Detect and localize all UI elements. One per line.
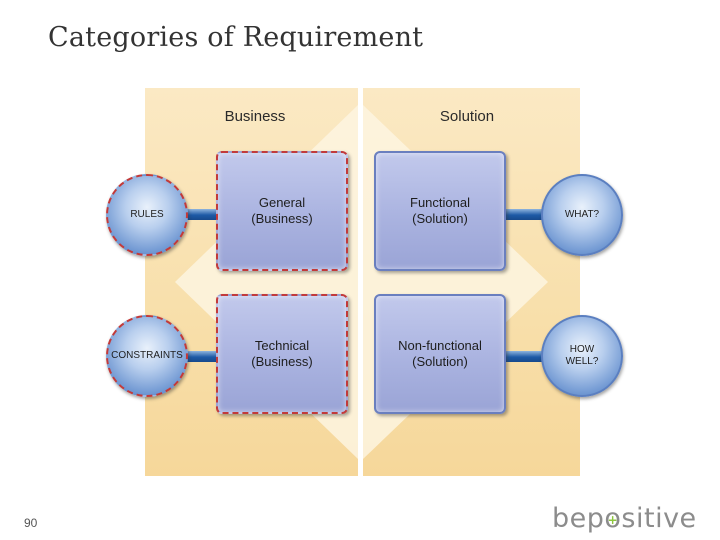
column-heading-business: Business bbox=[224, 108, 286, 125]
connector-rules bbox=[182, 209, 218, 220]
circle-how-well: HOW WELL? bbox=[541, 315, 623, 397]
panel-divider bbox=[358, 88, 363, 476]
logo-plus-icon: + bbox=[607, 512, 619, 527]
solution-panel bbox=[363, 88, 580, 476]
box-nonfunctional-label: Non-functional (Solution) bbox=[398, 338, 482, 369]
circle-what: WHAT? bbox=[541, 174, 623, 256]
circle-constraints-label: CONSTRAINTS bbox=[111, 350, 183, 361]
bepositive-logo: bepo+sitive bbox=[552, 503, 697, 534]
connector-how-well bbox=[504, 351, 544, 362]
circle-what-label: WHAT? bbox=[564, 209, 600, 220]
connector-constraints bbox=[182, 351, 218, 362]
business-panel bbox=[145, 88, 358, 476]
circle-constraints: CONSTRAINTS bbox=[106, 315, 188, 397]
page-number: 90 bbox=[24, 516, 38, 530]
circle-rules-label: RULES bbox=[130, 209, 164, 220]
box-technical-business: Technical (Business) bbox=[216, 294, 348, 414]
logo-text-start: bep bbox=[552, 503, 605, 534]
circle-rules: RULES bbox=[106, 174, 188, 256]
circle-how-well-label: HOW WELL? bbox=[565, 344, 599, 367]
column-heading-solution: Solution bbox=[439, 108, 495, 125]
box-functional-label: Functional (Solution) bbox=[410, 195, 470, 226]
box-general-business: General (Business) bbox=[216, 151, 348, 271]
logo-o: o bbox=[604, 503, 622, 534]
box-technical-label: Technical (Business) bbox=[251, 338, 313, 369]
connector-what bbox=[504, 209, 544, 220]
slide-title: Categories of Requirement bbox=[48, 22, 424, 53]
logo-text-end: sitive bbox=[621, 503, 697, 534]
box-functional-solution: Functional (Solution) bbox=[374, 151, 506, 271]
logo-o-with-plus: o+ bbox=[604, 503, 621, 534]
box-general-label: General (Business) bbox=[251, 195, 313, 226]
box-nonfunctional-solution: Non-functional (Solution) bbox=[374, 294, 506, 414]
